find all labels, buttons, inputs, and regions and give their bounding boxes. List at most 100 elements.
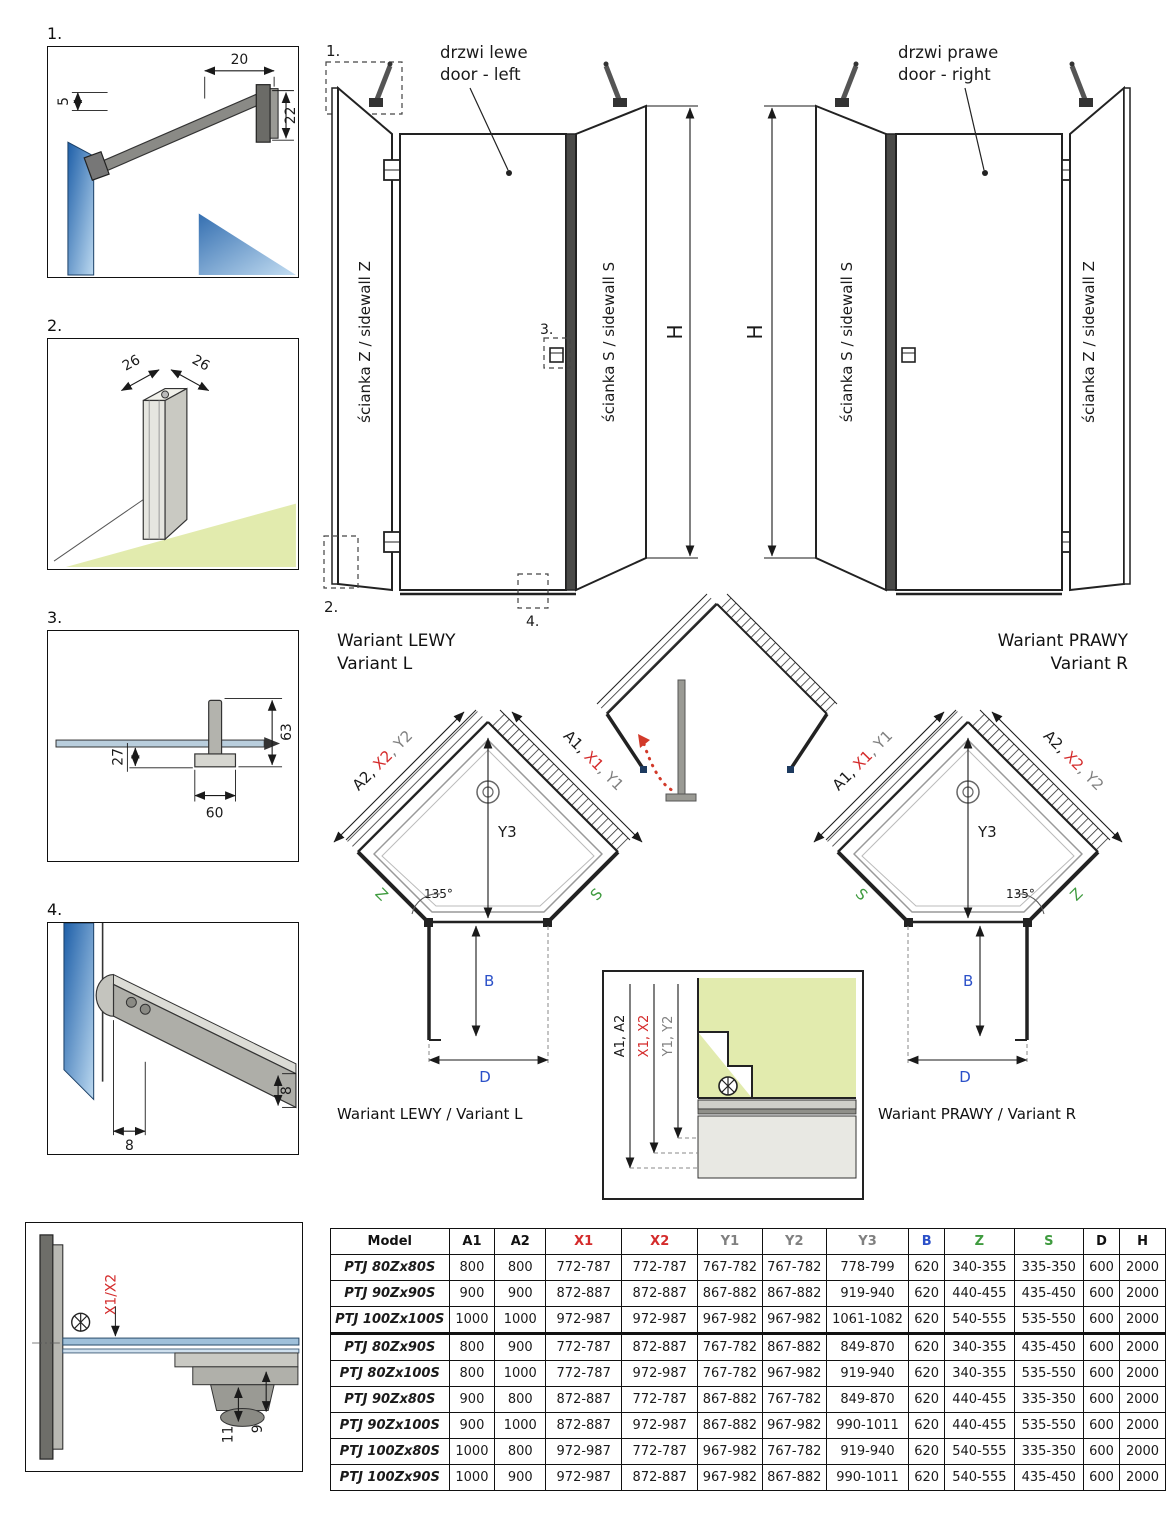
- side-panel: [788, 713, 829, 771]
- glass-panel: [62, 1348, 300, 1354]
- value-cell: 620: [908, 1386, 946, 1413]
- dim-5: 5: [56, 97, 72, 106]
- door-knob-icon: [901, 347, 916, 363]
- value-cell: 867-882: [697, 1412, 763, 1439]
- marker-3-box: [543, 337, 571, 369]
- value-cell: 972-987: [545, 1464, 623, 1491]
- wall-bracket: [269, 88, 279, 139]
- marker-2-box: [323, 535, 359, 589]
- value-cell: 990-1011: [825, 1464, 910, 1491]
- dim-x1x2: X1, X2: [637, 1015, 652, 1058]
- wall-bracket: [255, 84, 271, 143]
- dim-b: B: [484, 972, 494, 990]
- value-cell: 1000: [448, 1464, 496, 1491]
- value-cell: 340-355: [944, 1254, 1015, 1281]
- dim-b: B: [963, 972, 973, 990]
- door-swing-arc: [642, 742, 678, 794]
- model-cell: PTJ 90Zx90S: [330, 1280, 450, 1307]
- col-header-y2: Y2: [761, 1228, 827, 1255]
- value-cell: 967-982: [761, 1360, 827, 1387]
- sill-profile: [174, 1352, 299, 1368]
- variant-right-title: Wariant PRAWY Variant R: [928, 630, 1128, 676]
- value-cell: 867-882: [761, 1280, 827, 1307]
- value-cell: 1000: [448, 1438, 496, 1465]
- value-cell: 440-455: [944, 1386, 1015, 1413]
- ceiling-bracket: [369, 98, 383, 107]
- value-cell: 767-782: [697, 1332, 763, 1361]
- caption-variant-right: Wariant PRAWY / Variant R: [878, 1105, 1077, 1123]
- value-cell: 900: [448, 1280, 496, 1307]
- dim-a1a2: A1, A2: [613, 1015, 628, 1058]
- detail-1-drawing: 20 5 22: [56, 52, 298, 276]
- value-cell: 900: [448, 1386, 496, 1413]
- sill-profile: [192, 1366, 299, 1386]
- value-cell: 767-782: [761, 1386, 827, 1413]
- door-label-en: door - left: [440, 65, 521, 84]
- door-knob-icon: [549, 347, 564, 363]
- drain-trap: [220, 1408, 265, 1427]
- detail-4-panel: 8 8: [47, 922, 299, 1155]
- floor: [65, 503, 296, 568]
- glass-panel: [67, 141, 95, 276]
- col-header-x1: X1: [545, 1228, 623, 1255]
- ceiling-bracket: [613, 98, 627, 107]
- value-cell: 600: [1082, 1464, 1121, 1491]
- support-arm: [94, 91, 265, 175]
- dim-s: S: [852, 885, 871, 904]
- col-header-a1: A1: [448, 1228, 496, 1255]
- detail-5-drawing: X1/X2 11 9: [32, 1234, 300, 1460]
- value-cell: 972-987: [545, 1306, 623, 1334]
- value-cell: 340-355: [944, 1360, 1015, 1387]
- sill-front: [112, 983, 297, 1109]
- dim-8h: 8: [125, 1138, 134, 1154]
- value-cell: 620: [908, 1438, 946, 1465]
- screw-icon: [125, 996, 137, 1008]
- glass-panel: [62, 1337, 300, 1346]
- value-cell: 1000: [494, 1412, 547, 1439]
- value-cell: 872-887: [621, 1280, 699, 1307]
- value-cell: 972-987: [621, 1360, 699, 1387]
- sidewall-z-label: ścianka Z / sidewall Z: [1080, 261, 1098, 423]
- value-cell: 767-782: [761, 1438, 827, 1465]
- dim-y1y2: Y1, Y2: [661, 1016, 676, 1058]
- marker-1-label: 1.: [326, 42, 340, 60]
- dim-11: 11: [220, 1426, 236, 1444]
- value-cell: 967-982: [697, 1438, 763, 1465]
- value-cell: 600: [1082, 1306, 1121, 1334]
- detail-2-drawing: 26 26: [53, 352, 296, 568]
- value-cell: 335-350: [1013, 1254, 1084, 1281]
- col-header-b: B: [908, 1228, 946, 1255]
- value-cell: 340-355: [944, 1332, 1015, 1361]
- value-cell: 872-887: [545, 1386, 623, 1413]
- value-cell: 620: [908, 1464, 946, 1491]
- plan-right: Y3 135° S Z A1, X1, Y1 A2, X2, Y2 B D: [813, 709, 1123, 1086]
- value-cell: 335-350: [1013, 1438, 1084, 1465]
- hinge-mark: [787, 766, 794, 773]
- value-cell: 535-550: [1013, 1412, 1084, 1439]
- detail-4-number: 4.: [47, 900, 63, 919]
- value-cell: 1000: [448, 1306, 496, 1334]
- marker-3-label: 3.: [540, 322, 553, 338]
- value-cell: 967-982: [761, 1306, 827, 1334]
- value-cell: 972-987: [545, 1438, 623, 1465]
- dim-26b: 26: [189, 352, 212, 375]
- value-cell: 767-782: [761, 1254, 827, 1281]
- dim-d: D: [479, 1068, 491, 1086]
- value-cell: 335-350: [1013, 1386, 1084, 1413]
- screw-icon: [161, 390, 170, 399]
- tray-base: [697, 1115, 857, 1179]
- knob-base: [194, 753, 237, 768]
- variant-right-title-pl: Wariant PRAWY: [997, 631, 1128, 651]
- value-cell: 620: [908, 1254, 946, 1281]
- corner-profile-front: [142, 399, 166, 540]
- dim-60: 60: [206, 805, 224, 821]
- door-frame-stile: [565, 133, 577, 591]
- sidewall-s-plan: [546, 850, 620, 924]
- value-cell: 919-940: [825, 1438, 910, 1465]
- dim-26a: 26: [120, 352, 143, 375]
- plan-center-open-door: [596, 593, 838, 802]
- sidewall-s-label: ścianka S / sidewall S: [838, 262, 856, 422]
- dim-27: 27: [110, 748, 126, 766]
